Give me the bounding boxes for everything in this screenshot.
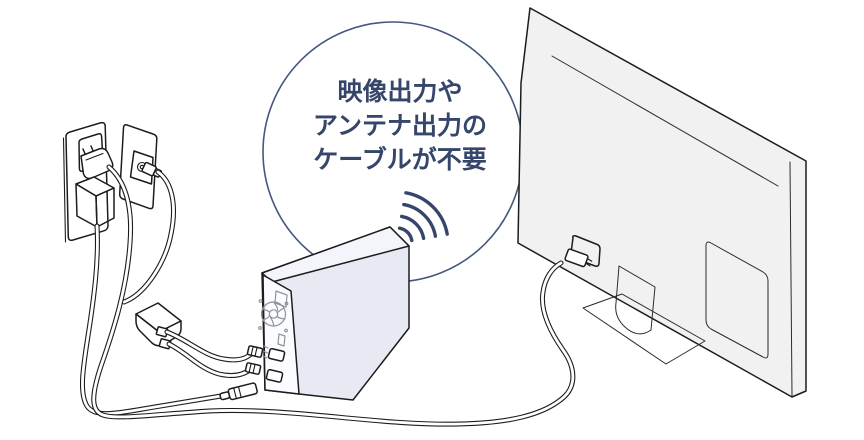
- tv-top-inner-line: [551, 55, 779, 187]
- coax-plug-1: [246, 345, 264, 358]
- tuner-box: [258, 226, 410, 401]
- tv-panel-bump: [705, 241, 769, 359]
- antenna-jack-recess: [129, 150, 154, 185]
- wifi-signal-icon: [397, 191, 449, 243]
- tv-back-body: [517, 7, 807, 398]
- tv-stand-neck: [615, 265, 656, 335]
- fan-hub: [268, 309, 279, 319]
- coax-plug-2: [244, 362, 262, 375]
- panel-slot: [277, 333, 286, 347]
- panel-port: [274, 290, 288, 308]
- tuner-coax-terminal-2: [265, 368, 284, 383]
- fan-screw: [258, 326, 262, 330]
- tv-stand-base: [582, 293, 706, 365]
- panel-vents: [262, 345, 269, 359]
- ac-adapter-side: [95, 187, 115, 228]
- annotation-line-3: ケーブルが不要: [313, 145, 487, 174]
- antenna-splitter: [135, 302, 182, 350]
- annotation-text: 映像出力や アンテナ出力の ケーブルが不要: [313, 78, 487, 174]
- fan-screw: [258, 299, 263, 303]
- annotation-line-2: アンテナ出力の: [313, 112, 487, 140]
- cables: [79, 164, 576, 427]
- tv-plug: [564, 248, 593, 268]
- connectors: [219, 248, 593, 401]
- power-plug-seam: [85, 152, 104, 161]
- fan-blades: [261, 301, 286, 327]
- tv-side-edge-line: [789, 161, 793, 397]
- tv-back: [517, 7, 807, 398]
- adapter-power-cable: [81, 224, 223, 416]
- dc-power-plug: [219, 382, 258, 401]
- splitter-cable-1: [165, 330, 254, 362]
- fan-screw: [284, 328, 288, 333]
- splitter-cable-2: [167, 342, 253, 377]
- tv-power-cable: [92, 165, 575, 426]
- fan-screw: [284, 301, 289, 306]
- annotation-line-1: 映像出力や: [337, 78, 462, 106]
- tuner-coax-terminal-1: [267, 347, 286, 362]
- antenna-cable: [122, 170, 175, 304]
- outlet-plate-side: [62, 137, 67, 243]
